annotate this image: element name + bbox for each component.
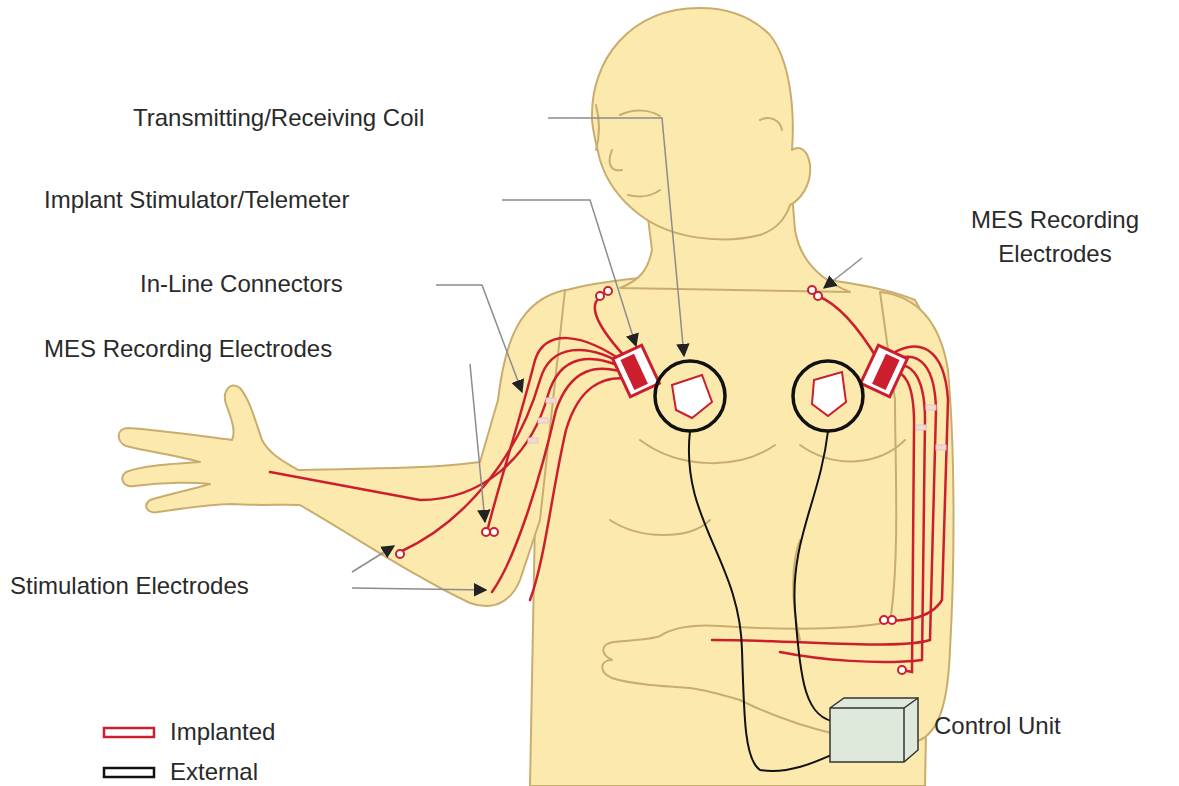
callout-label: MES Recording Electrodes [44,335,332,363]
figure-details [596,105,905,640]
body-figure [119,8,954,786]
control-unit-box [826,694,922,766]
callout-label: Stimulation Electrodes [10,572,249,600]
callout-label: Implant Stimulator/Telemeter [44,186,349,214]
legend-text: External [170,758,258,786]
control-unit: Control Unit [826,694,1065,766]
unit-label: Control Unit [934,712,1061,740]
callout-label: In-Line Connectors [140,270,343,298]
leader-lines [352,118,862,590]
legend-text: Implanted [170,718,275,746]
legend-swatch [102,765,158,781]
implanted-leads [270,296,948,672]
callout-label: Transmitting/Receiving Coil [133,104,424,132]
legend-swatch [102,725,158,741]
in-line-connectors [528,398,946,450]
electrode-contacts [396,286,906,674]
callout-label: MES Recording Electrodes [930,203,1179,271]
